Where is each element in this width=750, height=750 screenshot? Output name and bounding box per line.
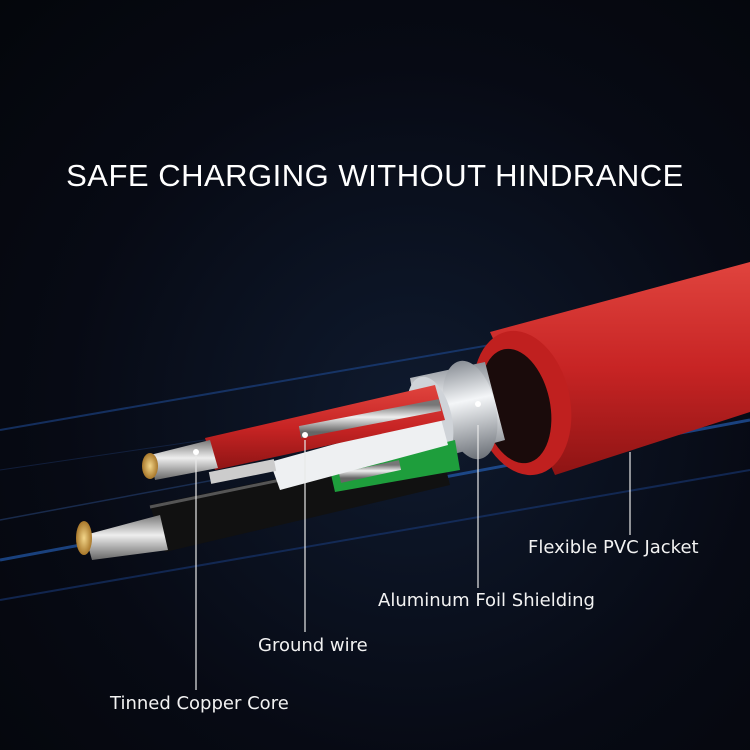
label-ground-wire: Ground wire bbox=[258, 635, 368, 656]
label-pvc-jacket: Flexible PVC Jacket bbox=[528, 537, 699, 558]
headline: SAFE CHARGING WITHOUT HINDRANCE bbox=[66, 158, 684, 193]
white-wire bbox=[270, 415, 448, 490]
leader-lines bbox=[195, 425, 631, 690]
red-wire bbox=[142, 385, 445, 480]
pvc-jacket bbox=[472, 262, 750, 476]
label-tinned-copper-core: Tinned Copper Core bbox=[110, 693, 289, 714]
label-aluminum-foil-shielding: Aluminum Foil Shielding bbox=[378, 590, 595, 611]
